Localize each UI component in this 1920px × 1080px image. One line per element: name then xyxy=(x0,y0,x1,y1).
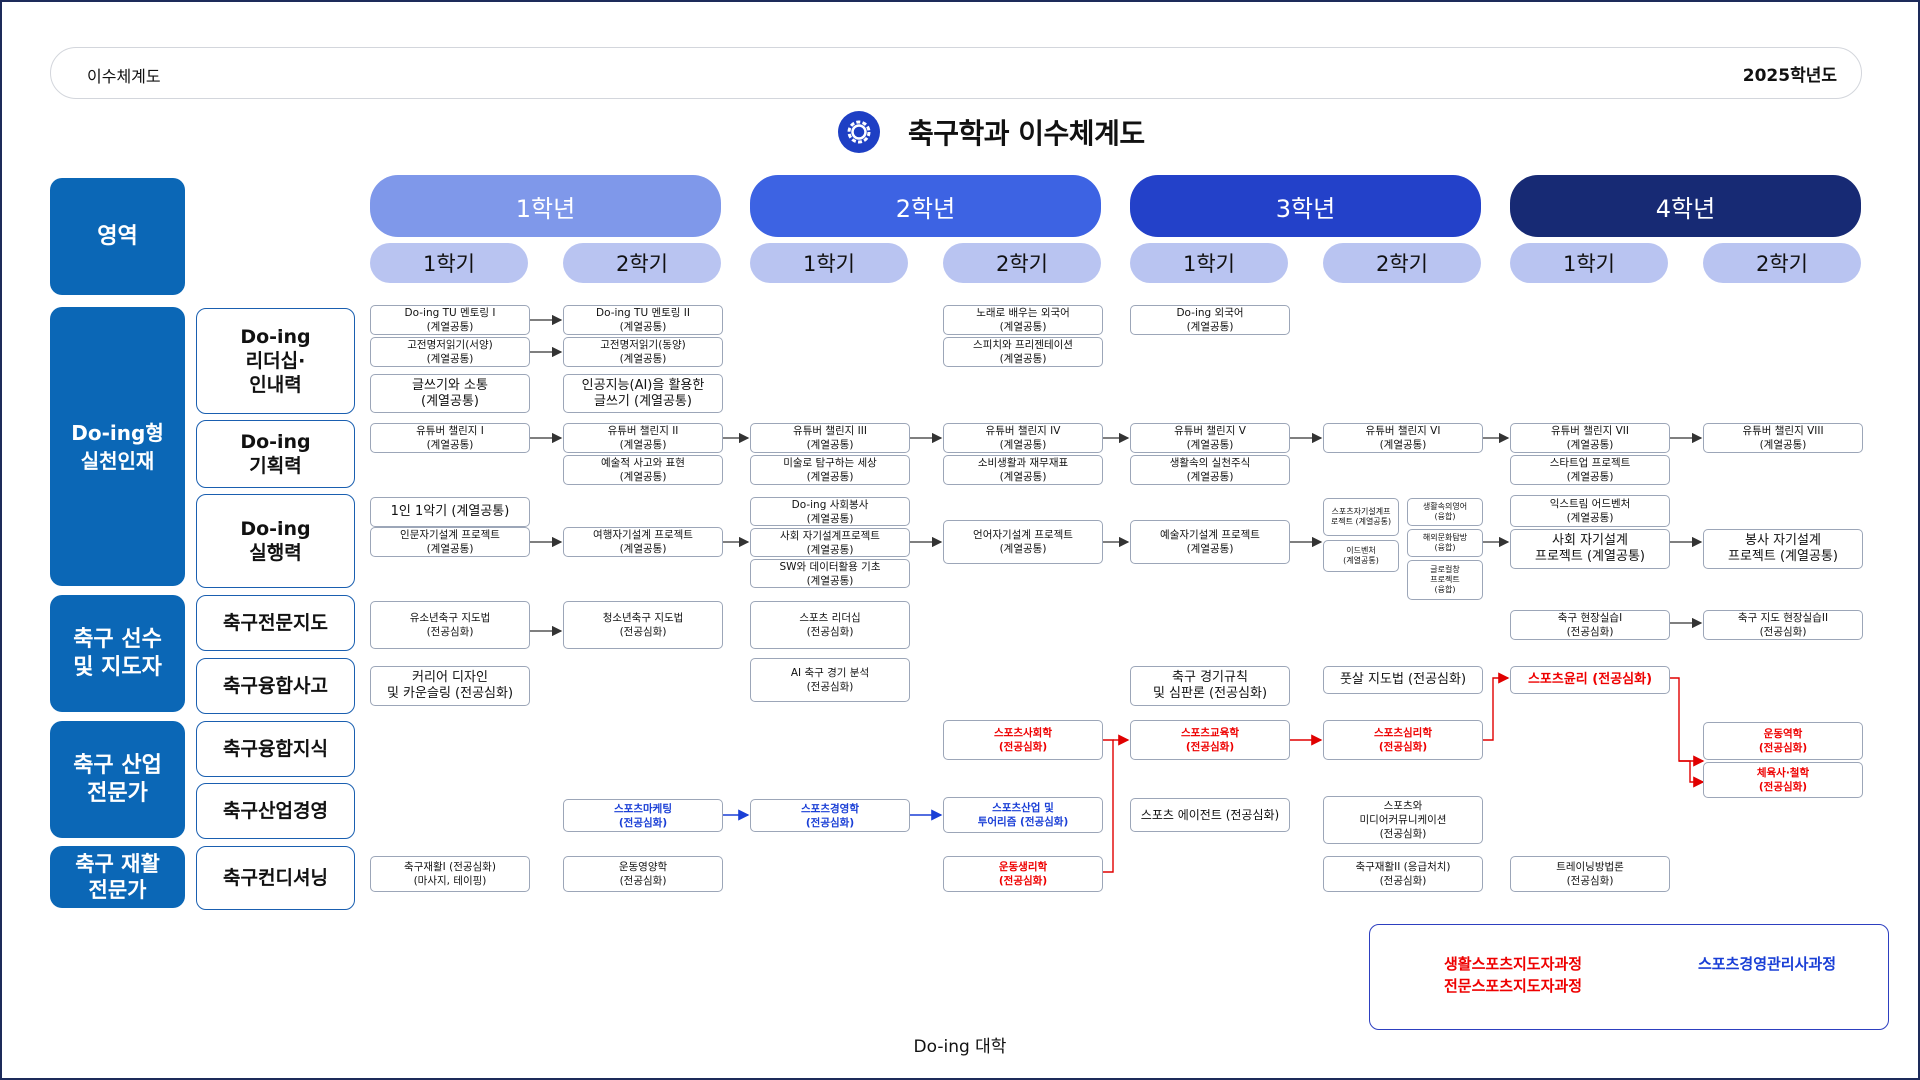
course-box: 스포츠 에이전트 (전공심화) xyxy=(1130,798,1290,832)
course-box: 소비생활과 재무재표 (계열공통) xyxy=(943,455,1103,485)
course-box: AI 축구 경기 분석 (전공심화) xyxy=(750,658,910,702)
legend-red-track: 생활스포츠지도자과정 전문스포츠지도자과정 xyxy=(1444,955,1583,995)
course-box: 유튜버 챌린지 IV (계열공통) xyxy=(943,423,1103,453)
course-box: Do-ing TU 멘토링 I (계열공통) xyxy=(370,305,530,335)
footer-label: Do-ing 대학 xyxy=(913,1037,1007,1057)
course-box: 커리어 디자인 및 카운슬링 (전공심화) xyxy=(370,666,530,706)
grade-1-header: 1학년 xyxy=(370,175,721,237)
course-box: 스피치와 프리젠테이션 (계열공통) xyxy=(943,337,1103,367)
course-box: 글로컬창 프로젝트 (융합) xyxy=(1407,560,1483,600)
course-box: 풋살 지도법 (전공심화) xyxy=(1323,666,1483,694)
zone-coach: 축구 선수 및 지도자 xyxy=(50,595,185,712)
course-box: 스포츠교육학 (전공심화) xyxy=(1130,720,1290,760)
grade-4-header: 4학년 xyxy=(1510,175,1861,237)
course-box: 이드벤처 (계열공통) xyxy=(1323,540,1399,572)
course-box: 스타트업 프로젝트 (계열공통) xyxy=(1510,455,1670,485)
course-box: 스포츠마케팅 (전공심화) xyxy=(563,799,723,832)
course-box: 체육사·철학 (전공심화) xyxy=(1703,762,1863,798)
course-box: 인문자기설계 프로젝트 (계열공통) xyxy=(370,527,530,557)
course-box: 스포츠자기설계프 로젝트 (계열공통) xyxy=(1323,498,1399,536)
course-box: 축구재활I (전공심화) (마사지, 테이핑) xyxy=(370,856,530,892)
course-box: 고전명저읽기(서양) (계열공통) xyxy=(370,337,530,367)
course-box: 유튜버 챌린지 V (계열공통) xyxy=(1130,423,1290,453)
semester-header: 1학기 xyxy=(370,243,528,283)
course-box: 스포츠산업 및 투어리즘 (전공심화) xyxy=(943,797,1103,833)
course-box: 해외문화탐방 (융합) xyxy=(1407,529,1483,557)
course-box: 운동영양학 (전공심화) xyxy=(563,856,723,892)
course-box: 청소년축구 지도법 (전공심화) xyxy=(563,601,723,649)
grade-3-header: 3학년 xyxy=(1130,175,1481,237)
course-box: 축구 현장실습I (전공심화) xyxy=(1510,610,1670,640)
course-box: 스포츠 리더십 (전공심화) xyxy=(750,601,910,649)
course-box: 유튜버 챌린지 VIII (계열공통) xyxy=(1703,423,1863,453)
semester-header: 2학기 xyxy=(563,243,721,283)
zone-rehab: 축구 재활 전문가 xyxy=(50,846,185,908)
competency-fusion-knowledge: 축구융합지식 xyxy=(196,721,355,777)
course-box: 미술로 탐구하는 세상 (계열공통) xyxy=(750,455,910,485)
course-box: 언어자기설계 프로젝트 (계열공통) xyxy=(943,520,1103,564)
course-box: 스포츠경영학 (전공심화) xyxy=(750,799,910,832)
course-box: 사회 자기설계 프로젝트 (계열공통) xyxy=(1510,529,1670,569)
course-box: 스포츠윤리 (전공심화) xyxy=(1510,666,1670,694)
course-box: 봉사 자기설계 프로젝트 (계열공통) xyxy=(1703,529,1863,569)
course-box: 축구재활II (응급처치) (전공심화) xyxy=(1323,856,1483,892)
competency-fusion-thinking: 축구융합사고 xyxy=(196,658,355,714)
course-box: Do-ing 외국어 (계열공통) xyxy=(1130,305,1290,335)
competency-management: 축구산업경영 xyxy=(196,783,355,839)
course-box: 유튜버 챌린지 II (계열공통) xyxy=(563,423,723,453)
course-box: 생활속의영어 (융합) xyxy=(1407,498,1483,526)
competency-coaching: 축구전문지도 xyxy=(196,595,355,651)
course-box: 유튜버 챌린지 VII (계열공통) xyxy=(1510,423,1670,453)
course-box: 1인 1악기 (계열공통) xyxy=(370,497,530,527)
course-box: 유소년축구 지도법 (전공심화) xyxy=(370,601,530,649)
course-box: 축구 지도 현장실습II (전공심화) xyxy=(1703,610,1863,640)
semester-header: 2학기 xyxy=(1323,243,1481,283)
semester-header: 2학기 xyxy=(1703,243,1861,283)
course-box: 고전명저읽기(동양) (계열공통) xyxy=(563,337,723,367)
zone-header: 영역 xyxy=(50,178,185,295)
course-box: SW와 데이터활용 기초 (계열공통) xyxy=(750,559,910,588)
semester-header: 1학기 xyxy=(1130,243,1288,283)
legend: 생활스포츠지도자과정 전문스포츠지도자과정 스포츠경영관리사과정 xyxy=(1369,924,1889,1030)
course-box: 예술자기설계 프로젝트 (계열공통) xyxy=(1130,520,1290,564)
course-box: 사회 자기설계프로젝트 (계열공통) xyxy=(750,528,910,557)
course-box: 유튜버 챌린지 III (계열공통) xyxy=(750,423,910,453)
semester-header: 1학기 xyxy=(1510,243,1668,283)
course-box: 생활속의 실천주식 (계열공통) xyxy=(1130,455,1290,485)
gear-icon xyxy=(838,111,880,153)
course-box: 익스트림 어드벤처 (계열공통) xyxy=(1510,495,1670,527)
competency-leadership: Do-ing 리더십· 인내력 xyxy=(196,308,355,414)
course-box: 유튜버 챌린지 I (계열공통) xyxy=(370,423,530,453)
course-box: Do-ing 사회봉사 (계열공통) xyxy=(750,497,910,526)
competency-conditioning: 축구컨디셔닝 xyxy=(196,846,355,910)
semester-header: 1학기 xyxy=(750,243,908,283)
course-box: 인공지능(AI)을 활용한 글쓰기 (계열공통) xyxy=(563,374,723,413)
course-box: 스포츠와 미디어커뮤니케이션 (전공심화) xyxy=(1323,796,1483,844)
course-box: 트레이닝방법론 (전공심화) xyxy=(1510,856,1670,892)
course-box: 스포츠심리학 (전공심화) xyxy=(1323,720,1483,760)
grade-2-header: 2학년 xyxy=(750,175,1101,237)
course-box: 축구 경기규칙 및 심판론 (전공심화) xyxy=(1130,666,1290,706)
legend-blue-track: 스포츠경영관리사과정 xyxy=(1698,955,1837,973)
header-label: 이수체계도 xyxy=(87,67,161,86)
zone-industry: 축구 산업 전문가 xyxy=(50,721,185,838)
course-box: 글쓰기와 소통 (계열공통) xyxy=(370,374,530,413)
page-title-group: 축구학과 이수체계도 xyxy=(838,110,1145,154)
semester-header: 2학기 xyxy=(943,243,1101,283)
course-box: 운동역학 (전공심화) xyxy=(1703,722,1863,760)
course-box: 예술적 사고와 표현 (계열공통) xyxy=(563,455,723,485)
competency-planning: Do-ing 기획력 xyxy=(196,420,355,488)
zone-doing: Do-ing형 실천인재 xyxy=(50,307,185,586)
top-header-bar: 이수체계도 2025학년도 xyxy=(50,47,1862,99)
course-box: 운동생리학 (전공심화) xyxy=(943,856,1103,892)
course-box: Do-ing TU 멘토링 II (계열공통) xyxy=(563,305,723,335)
page-title: 축구학과 이수체계도 xyxy=(908,117,1145,150)
academic-year: 2025학년도 xyxy=(1742,66,1837,86)
competency-execution: Do-ing 실행력 xyxy=(196,494,355,588)
course-box: 여행자기설계 프로젝트 (계열공통) xyxy=(563,527,723,557)
course-box: 유튜버 챌린지 VI (계열공통) xyxy=(1323,423,1483,453)
course-box: 스포츠사회학 (전공심화) xyxy=(943,720,1103,760)
course-box: 노래로 배우는 외국어 (계열공통) xyxy=(943,305,1103,335)
